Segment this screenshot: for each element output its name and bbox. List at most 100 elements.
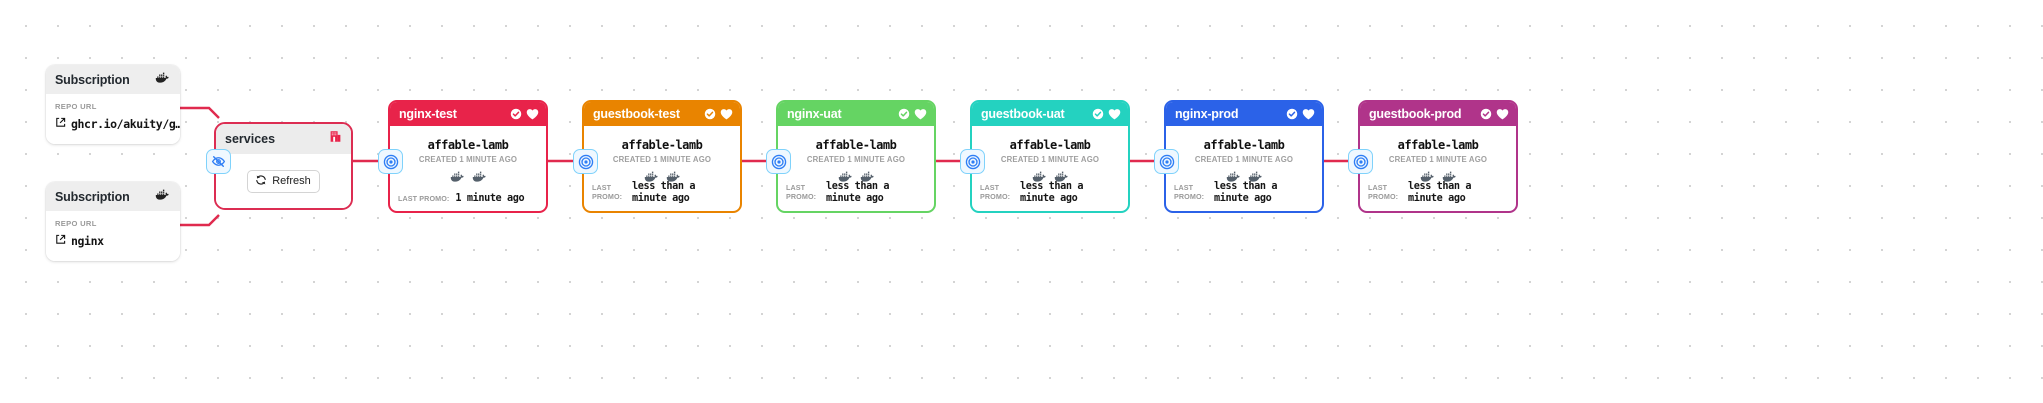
warehouse-building-icon: [329, 130, 342, 148]
freight-artifact-icons: [390, 170, 546, 188]
target-icon[interactable]: [766, 149, 791, 174]
stage-header-icons: [704, 108, 733, 120]
freight-name[interactable]: affable-lamb: [427, 138, 509, 152]
heart-icon[interactable]: [720, 108, 733, 120]
heart-icon[interactable]: [526, 108, 539, 120]
target-icon[interactable]: [1154, 149, 1179, 174]
docker-whale-icon: [644, 170, 659, 188]
stage-name-label: guestbook-uat: [981, 107, 1065, 121]
last-promotion-value: less than a minute ago: [1214, 180, 1278, 204]
repo-url-row[interactable]: ghcr.io/akuity/g…: [55, 115, 180, 133]
eye-slash-icon[interactable]: [206, 149, 231, 174]
stage-header: guestbook-prod: [1360, 102, 1516, 126]
freight-name[interactable]: affable-lamb: [621, 138, 703, 152]
target-icon[interactable]: [378, 149, 403, 174]
stage-header: nginx-test: [390, 102, 546, 126]
freight-artifact-icons: [584, 170, 740, 188]
docker-whale-icon: [472, 170, 487, 188]
freight-name[interactable]: affable-lamb: [815, 138, 897, 152]
last-promotion-value: 1 minute ago: [455, 192, 525, 204]
stage-name-label: guestbook-test: [593, 107, 680, 121]
target-icon[interactable]: [960, 149, 985, 174]
last-promotion-value: less than a minute ago: [1020, 180, 1084, 204]
docker-whale-icon: [155, 188, 170, 206]
freight-artifact-icons: [1360, 170, 1516, 188]
freight-created-text: CREATED 1 MINUTE AGO: [612, 155, 712, 164]
warehouse-header: services: [216, 124, 351, 154]
check-circle-icon[interactable]: [510, 108, 522, 120]
check-circle-icon[interactable]: [1092, 108, 1104, 120]
heart-icon[interactable]: [914, 108, 927, 120]
heart-icon[interactable]: [1496, 108, 1509, 120]
last-promotion-row: LAST PROMO:less than a minute ago: [1166, 176, 1322, 211]
last-promotion-row: LAST PROMO:less than a minute ago: [1360, 176, 1516, 211]
last-promotion-row: LAST PROMO:less than a minute ago: [778, 176, 934, 211]
subscription-header: Subscription: [46, 182, 180, 211]
subscription-body: REPO URL ghcr.io/akuity/g…: [46, 94, 180, 144]
docker-whale-icon: [1248, 170, 1263, 188]
last-promotion-row: LAST PROMO:1 minute ago: [390, 188, 546, 211]
subscription-title: Subscription: [55, 72, 130, 87]
last-promotion-value: less than a minute ago: [632, 180, 696, 204]
freight-artifact-icons: [1166, 170, 1322, 188]
docker-whale-icon: [1420, 170, 1435, 188]
check-circle-icon[interactable]: [704, 108, 716, 120]
docker-whale-icon: [1442, 170, 1457, 188]
repo-url-label: REPO URL: [55, 219, 97, 228]
freight-created-text: CREATED 1 MINUTE AGO: [1388, 155, 1488, 164]
docker-whale-icon: [450, 170, 465, 188]
last-promotion-label: LAST PROMO:: [786, 183, 817, 201]
stage-header: nginx-uat: [778, 102, 934, 126]
last-promotion-label: LAST PROMO:: [980, 183, 1011, 201]
stage-name-label: nginx-test: [399, 107, 457, 121]
repo-url-label: REPO URL: [55, 102, 97, 111]
check-circle-icon[interactable]: [1480, 108, 1492, 120]
subscription-card[interactable]: Subscription REPO URL ghcr.io/akuity/g…: [46, 65, 180, 144]
refresh-icon: [255, 174, 267, 189]
refresh-button-label: Refresh: [272, 175, 311, 187]
subscription-card[interactable]: Subscription REPO URL nginx: [46, 182, 180, 261]
refresh-button[interactable]: Refresh: [247, 169, 320, 193]
last-promotion-label: LAST PROMO:: [592, 183, 623, 201]
stage-name-label: nginx-uat: [787, 107, 842, 121]
freight-created-text: CREATED 1 MINUTE AGO: [418, 155, 518, 164]
freight-artifact-icons: [972, 170, 1128, 188]
freight-name[interactable]: affable-lamb: [1397, 138, 1479, 152]
warehouse-node-services[interactable]: services: [214, 122, 353, 210]
external-link-icon[interactable]: [55, 115, 66, 133]
heart-icon[interactable]: [1108, 108, 1121, 120]
docker-whale-icon: [155, 71, 170, 89]
subscription-header: Subscription: [46, 65, 180, 94]
target-icon[interactable]: [573, 149, 598, 174]
freight-artifact-icons: [778, 170, 934, 188]
target-icon[interactable]: [1348, 149, 1373, 174]
stage-header-icons: [510, 108, 539, 120]
stage-name-label: guestbook-prod: [1369, 107, 1462, 121]
freight-name[interactable]: affable-lamb: [1009, 138, 1091, 152]
repo-url-value: nginx: [71, 234, 104, 248]
freight-name[interactable]: affable-lamb: [1203, 138, 1285, 152]
stage-header-icons: [1092, 108, 1121, 120]
docker-whale-icon: [838, 170, 853, 188]
check-circle-icon[interactable]: [898, 108, 910, 120]
docker-whale-icon: [1226, 170, 1241, 188]
check-circle-icon[interactable]: [1286, 108, 1298, 120]
external-link-icon[interactable]: [55, 232, 66, 250]
repo-url-row[interactable]: nginx: [55, 232, 171, 250]
heart-icon[interactable]: [1302, 108, 1315, 120]
docker-whale-icon: [1054, 170, 1069, 188]
last-promotion-row: LAST PROMO: less than a minute ago: [972, 176, 1128, 211]
freight-created-text: CREATED 1 MINUTE AGO: [1000, 155, 1100, 164]
